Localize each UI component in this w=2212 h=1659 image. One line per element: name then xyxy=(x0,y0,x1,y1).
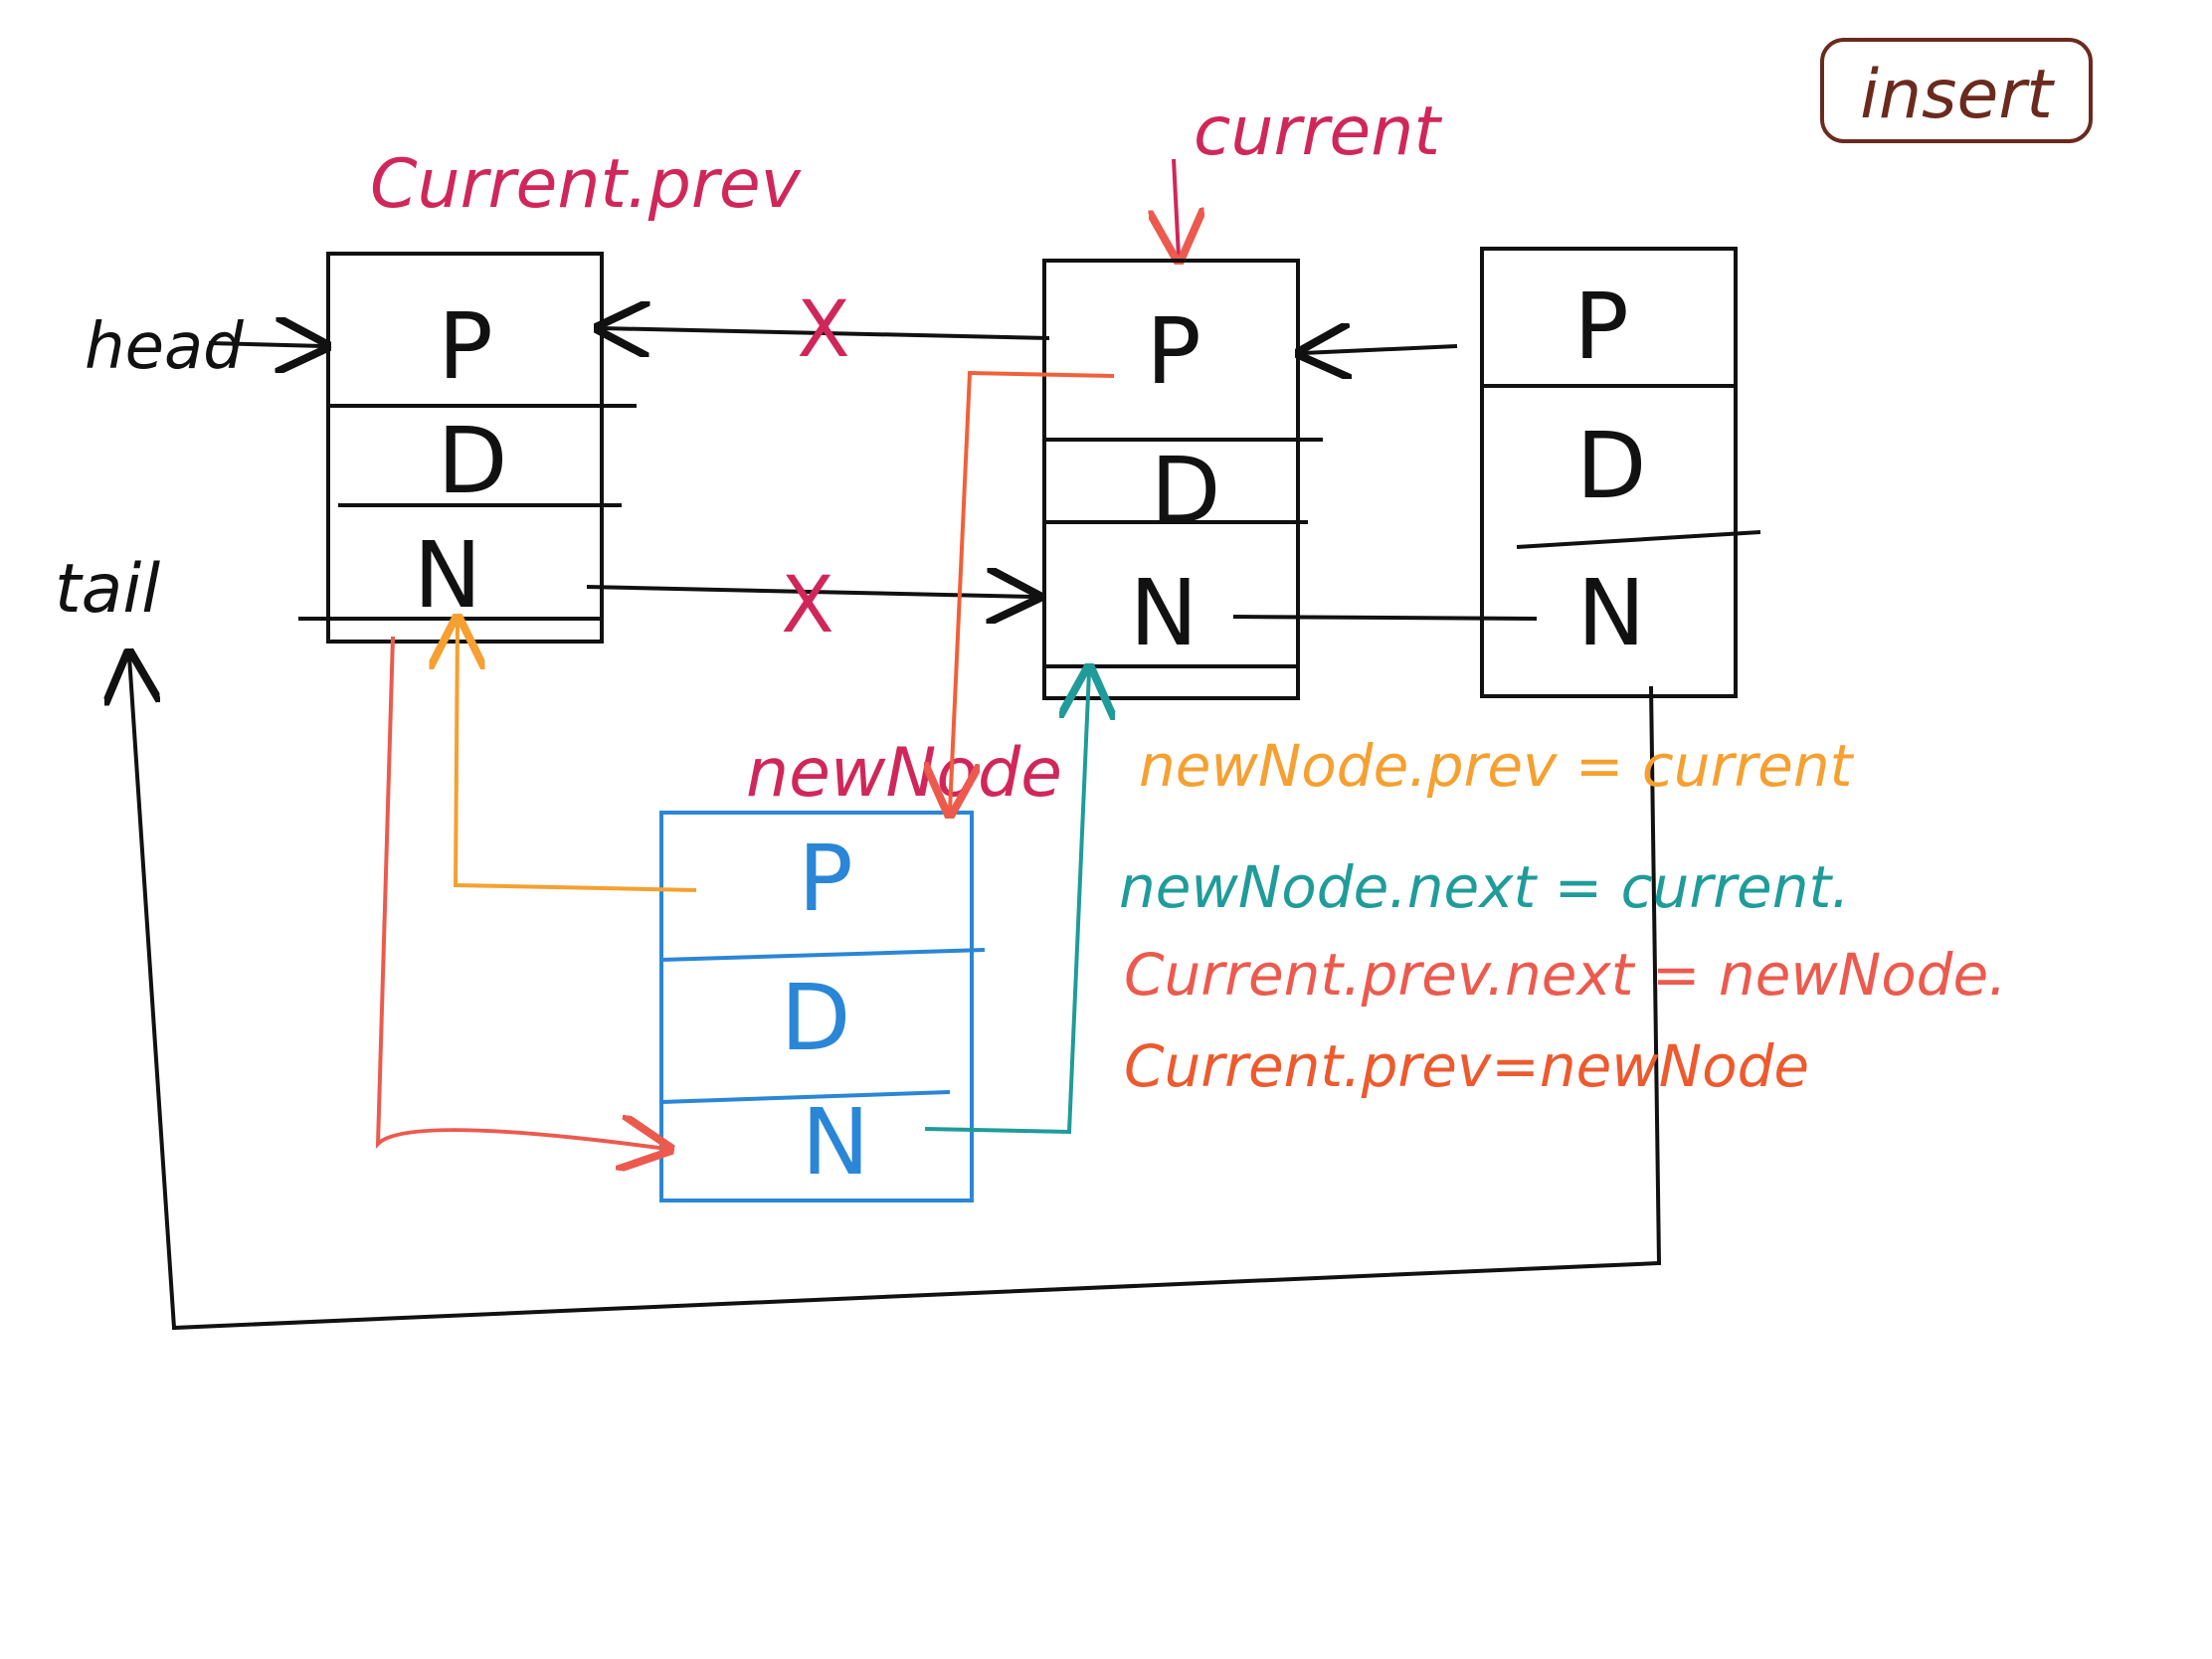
node-next: P D N xyxy=(1480,247,1761,698)
node-current: P D N xyxy=(1042,259,1323,700)
node-next-n: N xyxy=(1577,560,1646,666)
arrow-new-prev xyxy=(456,622,697,892)
step-2: newNode.next = current. xyxy=(1119,853,1850,921)
node-new-p: P xyxy=(798,826,852,932)
label-head: head xyxy=(85,310,244,384)
cut-mark-next-link: X xyxy=(781,561,833,650)
node-next-p: P xyxy=(1573,274,1628,380)
node-current-p: P xyxy=(1146,298,1200,405)
current-pointer-arrow xyxy=(1174,158,1179,257)
node-new-d: D xyxy=(781,965,851,1071)
link-current-prev-back xyxy=(602,328,1050,338)
step-list: newNode.prev = current newNode.next = cu… xyxy=(1119,732,2007,1100)
label-current-prev: Current.prev xyxy=(370,145,803,224)
node-next-d: D xyxy=(1576,413,1647,519)
tail-link xyxy=(129,656,1662,1331)
label-current: current xyxy=(1194,92,1442,171)
node-new: P D N xyxy=(659,811,986,1202)
node-current-prev-p: P xyxy=(438,293,492,400)
step-1: newNode.prev = current xyxy=(1139,732,1855,800)
head-arrow xyxy=(208,343,323,346)
link-current-to-next-next xyxy=(1232,615,1538,621)
step-3: Current.prev.next = newNode. xyxy=(1124,941,2007,1009)
node-current-n: N xyxy=(1130,560,1198,666)
node-new-n: N xyxy=(802,1089,870,1196)
label-new-node: newNode xyxy=(746,734,1062,813)
node-current-prev-d: D xyxy=(438,408,508,514)
label-tail: tail xyxy=(55,550,160,629)
node-current-prev-n: N xyxy=(414,522,482,629)
arrow-current-prev-new xyxy=(950,370,1115,811)
link-next-to-current-prev xyxy=(1303,346,1458,353)
arrow-prev-next-new xyxy=(375,636,666,1149)
node-current-d: D xyxy=(1151,438,1221,544)
arrow-new-next xyxy=(924,671,1089,1135)
node-current-prev: P D N xyxy=(298,252,637,644)
cut-mark-prev-link: X xyxy=(797,285,849,375)
title-box-label: insert xyxy=(1860,56,2055,134)
step-4: Current.prev=newNode xyxy=(1124,1032,1809,1100)
title-box: insert xyxy=(1820,38,2093,143)
